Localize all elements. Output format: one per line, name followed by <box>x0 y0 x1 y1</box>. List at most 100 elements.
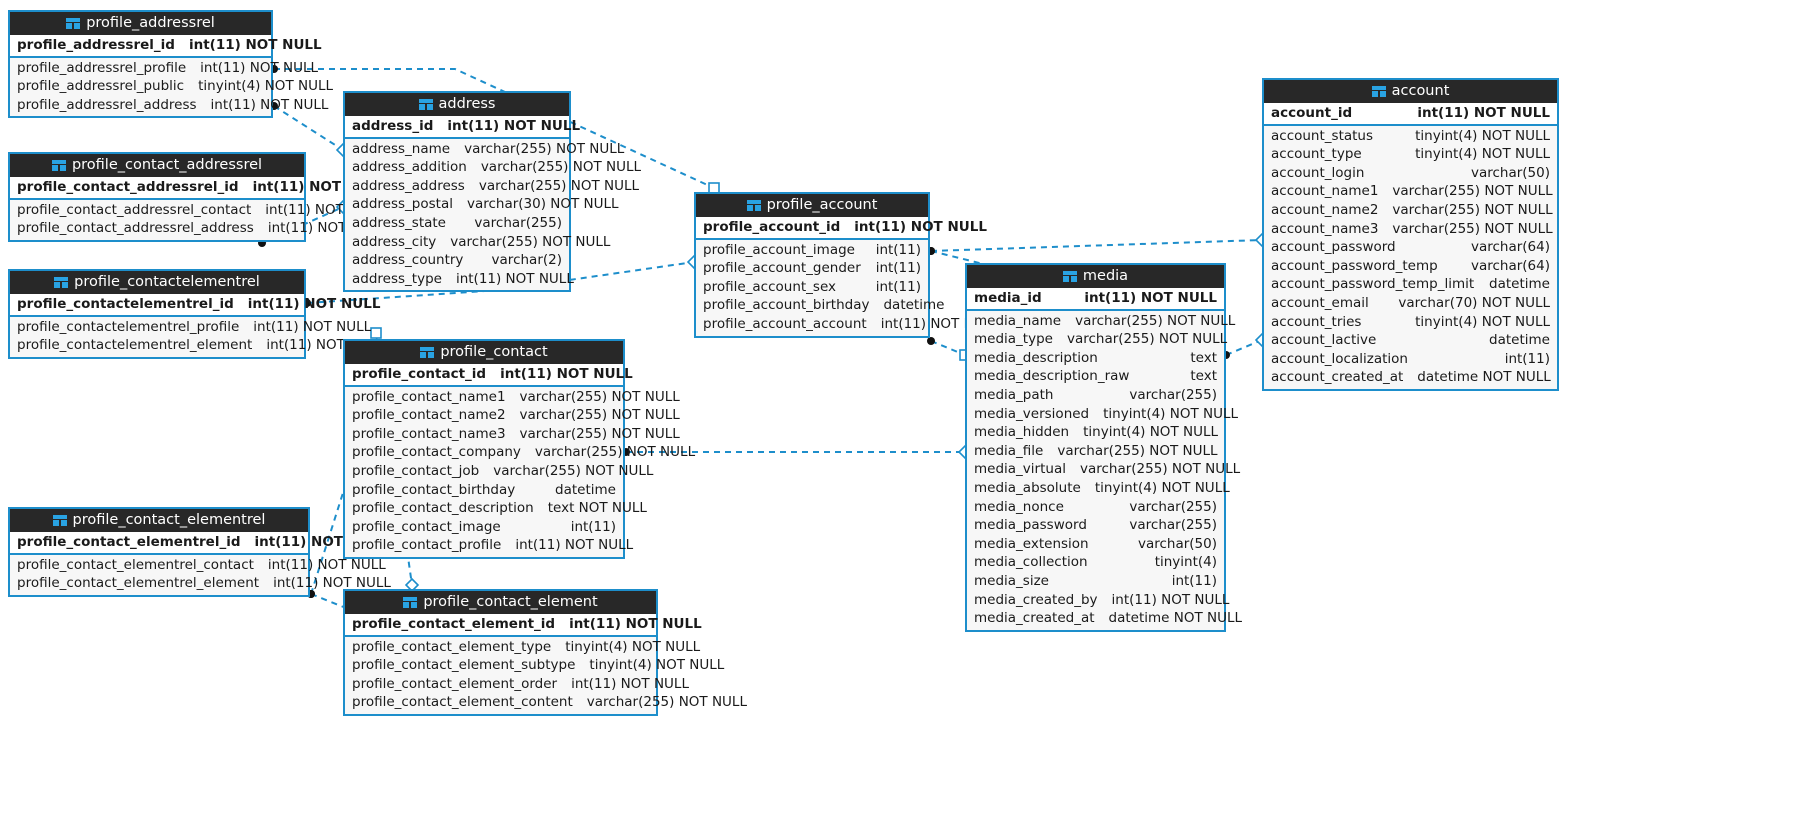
relationship-profile-account-to-account[interactable] <box>927 232 1270 255</box>
field-name: address_addition <box>352 159 467 176</box>
table-header-profile_contact_element[interactable]: profile_contact_element <box>345 591 656 614</box>
table-header-profile_contact_elementrel[interactable]: profile_contact_elementrel <box>10 509 308 532</box>
table-header-account[interactable]: account <box>1264 80 1557 103</box>
table-header-profile_account[interactable]: profile_account <box>696 194 928 217</box>
table-header-address[interactable]: address <box>345 93 569 116</box>
table-header-profile_addressrel[interactable]: profile_addressrel <box>10 12 271 35</box>
field-type: int(11) NOT NULL <box>854 219 987 235</box>
relationship-profile-account-bottom-to-media[interactable] <box>927 337 971 361</box>
table-header-profile_contact_addressrel[interactable]: profile_contact_addressrel <box>10 154 304 177</box>
table-header-profile_contact[interactable]: profile_contact <box>345 341 623 364</box>
table-header-profile_contactelementrel[interactable]: profile_contactelementrel <box>10 271 304 294</box>
table-header-media[interactable]: media <box>967 265 1224 288</box>
